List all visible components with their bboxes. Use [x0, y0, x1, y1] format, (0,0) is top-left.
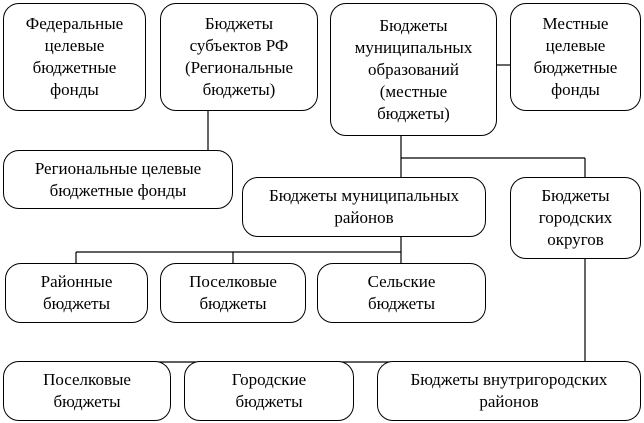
node-settlement-budgets-1: Поселковые бюджеты [160, 263, 306, 323]
node-label: Бюджеты субъектов РФ (Региональные бюдже… [184, 14, 294, 99]
node-label: Бюджеты муниципальных образований (местн… [354, 15, 473, 123]
node-federal-funds: Федеральные целевые бюджетные фонды [3, 3, 146, 111]
node-label: Бюджеты муниципальных районов [268, 186, 460, 227]
node-city-district-budgets: Бюджеты городских округов [510, 177, 641, 259]
node-regional-budgets: Бюджеты субъектов РФ (Региональные бюдже… [160, 3, 318, 111]
node-municipal-district-budgets: Бюджеты муниципальных районов [242, 177, 486, 237]
node-label: Городские бюджеты [231, 370, 307, 411]
node-district-budgets: Районные бюджеты [5, 263, 148, 323]
node-label: Федеральные целевые бюджетные фонды [25, 14, 124, 99]
node-intracity-budgets: Бюджеты внутригородских районов [377, 361, 641, 421]
node-label: Бюджеты внутригородских районов [410, 370, 608, 411]
node-label: Бюджеты городских округов [538, 186, 613, 249]
node-rural-budgets: Сельские бюджеты [317, 263, 486, 323]
node-municipal-budgets: Бюджеты муниципальных образований (местн… [330, 3, 497, 136]
node-label: Поселковые бюджеты [43, 370, 131, 411]
node-label: Региональные целевые бюджетные фонды [34, 158, 202, 200]
node-label: Районные бюджеты [40, 272, 113, 313]
node-label: Поселковые бюджеты [189, 272, 277, 313]
node-label: Сельские бюджеты [367, 272, 436, 313]
node-label: Местные целевые бюджетные фонды [533, 14, 618, 99]
node-city-budgets: Городские бюджеты [184, 361, 354, 421]
node-local-funds: Местные целевые бюджетные фонды [510, 3, 641, 111]
node-settlement-budgets-2: Поселковые бюджеты [3, 361, 171, 421]
node-regional-funds: Региональные целевые бюджетные фонды [3, 150, 233, 209]
